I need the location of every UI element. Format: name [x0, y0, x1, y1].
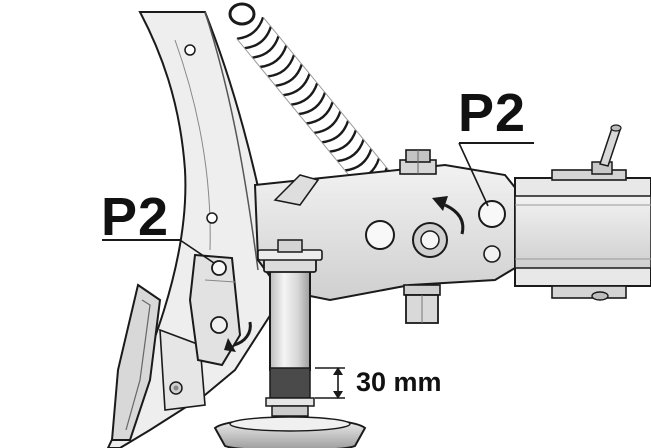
spring-coil [290, 82, 319, 106]
top-nut [399, 149, 437, 175]
dimension-label: 30 mm [356, 367, 442, 397]
spring-coil [244, 26, 273, 50]
spring-coil [321, 120, 350, 144]
pivot-label-left: P2 [101, 187, 170, 247]
spring-coil [267, 54, 296, 78]
locking-pin [591, 124, 622, 175]
link-plate [188, 253, 242, 367]
frame-tube [514, 169, 651, 301]
ground-foot [213, 416, 367, 448]
spring-coil [329, 129, 358, 153]
spring-coil [236, 16, 265, 40]
side-scraper [110, 283, 206, 441]
rotation-arrow-icon [432, 196, 465, 235]
spring-coil [344, 148, 373, 172]
depth-band [269, 367, 311, 399]
spring-coil [306, 101, 334, 125]
callout-leaders [102, 142, 534, 264]
spring-coil [298, 92, 327, 116]
main-bracket [253, 163, 527, 302]
depth-column [257, 239, 323, 417]
spring-coil [313, 110, 342, 135]
pivot-label-right: P2 [458, 83, 527, 143]
rotation-arrow-icon [224, 321, 252, 352]
dimension-arrow-icon [315, 367, 345, 399]
spring-coil [259, 45, 288, 69]
spring-coil [283, 73, 311, 97]
spring-coil [252, 35, 280, 59]
spring-coil [337, 139, 365, 163]
spring-coil [275, 63, 303, 87]
bottom-bolt [403, 284, 441, 324]
